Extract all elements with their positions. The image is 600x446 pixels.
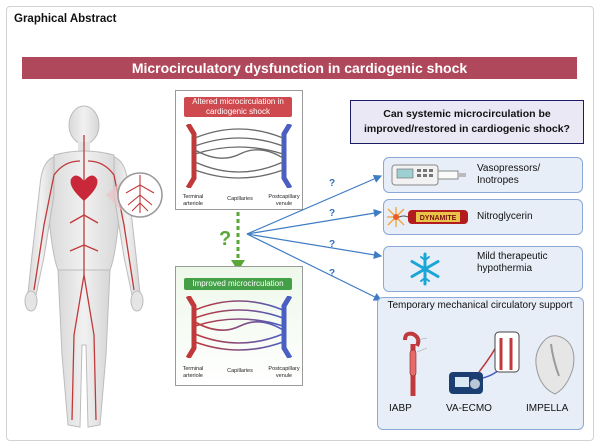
treatment-nitroglycerin-label: Nitroglycerin	[477, 211, 533, 222]
device-impella-label: IMPELLA	[526, 403, 569, 414]
uncertainty-question-mark: ?	[219, 228, 232, 250]
altered-capillaries-label: Capillaries	[227, 196, 253, 202]
improved-capillary-network	[185, 296, 293, 358]
improved-arteriole-label: Terminal arteriole	[182, 366, 204, 379]
altered-arteriole-label: Terminal arteriole	[182, 194, 204, 207]
altered-microcirculation-title: Altered microcirculation in cardiogenic …	[184, 97, 292, 117]
snowflake-icon	[410, 252, 440, 286]
arrow-question-mark-3: ?	[329, 239, 336, 250]
human-body-figure	[24, 105, 163, 428]
treatment-hypothermia-box	[383, 246, 583, 292]
improvement-arrow	[231, 212, 245, 271]
device-vaecmo-label: VA-ECMO	[446, 403, 492, 414]
mcs-title: Temporary mechanical circulatory support	[387, 300, 573, 311]
improved-venule-label: Postcapillary venule	[268, 366, 300, 379]
arrow-question-mark-4: ?	[329, 268, 336, 279]
research-question-box: Can systemic microcirculation be improve…	[350, 100, 584, 144]
altered-venule-label: Postcapillary venule	[268, 194, 300, 207]
treatment-hypothermia-label: Mild therapeutic hypothermia	[477, 251, 548, 274]
treatment-vasopressors-label: Vasopressors/ Inotropes	[477, 163, 541, 186]
arrow-question-mark-2: ?	[329, 208, 336, 219]
treatment-arrows	[246, 175, 383, 301]
title-banner: Microcirculatory dysfunction in cardioge…	[22, 57, 577, 79]
improved-microcirculation-title: Improved microcirculation	[184, 278, 292, 290]
dynamite-icon: DYNAMITE	[387, 207, 468, 227]
dynamite-label: DYNAMITE	[420, 215, 457, 222]
abstract-heading: Graphical Abstract	[14, 13, 117, 25]
mcs-devices-illustration	[403, 331, 575, 396]
infusion-pump-icon	[391, 164, 466, 186]
altered-capillary-network	[185, 124, 293, 188]
improved-capillaries-label: Capillaries	[227, 368, 253, 374]
arrow-question-mark-1: ?	[329, 178, 336, 189]
device-iabp-label: IABP	[389, 403, 412, 414]
